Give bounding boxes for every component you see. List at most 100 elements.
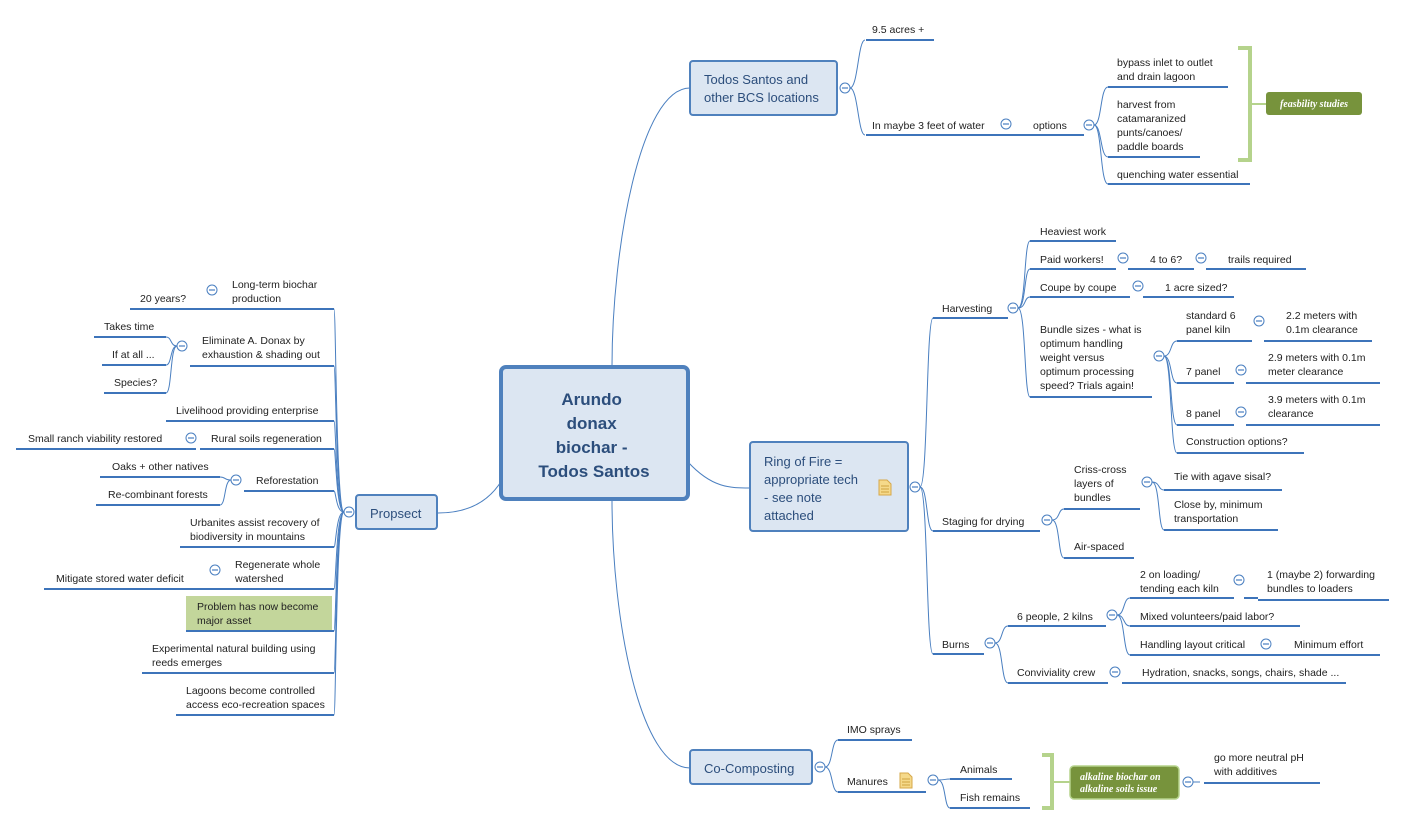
- node-animals[interactable]: Animals: [950, 764, 1012, 780]
- node-twenty-years[interactable]: 20 years?: [130, 293, 198, 310]
- collapse-toggle-rural[interactable]: [185, 432, 197, 444]
- collapse-toggle-water[interactable]: [1000, 118, 1012, 130]
- node-small-ranch[interactable]: Small ranch viability restored: [16, 433, 180, 450]
- note-icon[interactable]: [878, 479, 892, 496]
- node-8-panel[interactable]: 8 panel: [1177, 408, 1234, 426]
- node-neutral-ph[interactable]: go more neutral pH with additives: [1204, 752, 1320, 784]
- node-rural-soils[interactable]: Rural soils regeneration: [200, 433, 334, 450]
- collapse-toggle-watershed[interactable]: [209, 564, 221, 576]
- node-two-loading[interactable]: 2 on loading/ tending each kiln: [1130, 569, 1226, 599]
- node-tie-agave[interactable]: Tie with agave sisal?: [1164, 471, 1282, 491]
- collapse-toggle-burns[interactable]: [984, 637, 996, 649]
- node-species[interactable]: Species?: [104, 377, 166, 394]
- node-heaviest-work[interactable]: Heaviest work: [1030, 226, 1116, 242]
- central-topic[interactable]: Arundo donax biochar - Todos Santos: [499, 365, 690, 501]
- topic-ring-of-fire[interactable]: Ring of Fire = appropriate tech - see no…: [749, 441, 909, 532]
- node-criss-cross[interactable]: Criss-cross layers of bundles: [1064, 464, 1140, 510]
- collapse-toggle-handling[interactable]: [1260, 638, 1272, 650]
- node-3-9-meters[interactable]: 3.9 meters with 0.1m clearance: [1258, 394, 1380, 426]
- node-imo-sprays[interactable]: IMO sprays: [838, 724, 912, 741]
- node-six-people[interactable]: 6 people, 2 kilns: [1008, 611, 1106, 627]
- node-problem-major-asset[interactable]: Problem has now become major asset: [186, 596, 334, 632]
- node-standard-6-panel[interactable]: standard 6 panel kiln: [1177, 310, 1252, 342]
- node-four-to-six[interactable]: 4 to 6?: [1142, 254, 1194, 270]
- node-forwarding[interactable]: 1 (maybe 2) forwarding bundles to loader…: [1258, 569, 1389, 601]
- node-7-panel[interactable]: 7 panel: [1177, 366, 1234, 384]
- callout-alkaline-biochar[interactable]: alkaline biochar on alkaline soils issue: [1069, 765, 1180, 800]
- svg-text:Mixed volunteers/paid labor?: Mixed volunteers/paid labor?: [1140, 611, 1274, 623]
- collapse-toggle-conviviality[interactable]: [1109, 666, 1121, 678]
- node-minimum-effort[interactable]: Minimum effort: [1284, 639, 1380, 656]
- prospect-connectors: [165, 308, 345, 716]
- node-hydration[interactable]: Hydration, snacks, songs, chairs, shade …: [1134, 667, 1346, 684]
- node-experimental-building[interactable]: Experimental natural building using reed…: [142, 643, 334, 674]
- topic-co-composting[interactable]: Co-Composting: [689, 749, 813, 785]
- node-reforestation[interactable]: Reforestation: [244, 475, 334, 492]
- collapse-toggle-long-term[interactable]: [206, 284, 218, 296]
- svg-text:Minimum effort: Minimum effort: [1294, 639, 1363, 651]
- node-trails-required[interactable]: trails required: [1218, 254, 1306, 270]
- collapse-toggle-reforestation[interactable]: [230, 474, 242, 486]
- node-recombinant[interactable]: Re-combinant forests: [96, 489, 220, 506]
- collapse-toggle-compost[interactable]: [814, 761, 826, 773]
- node-staging[interactable]: Staging for drying: [933, 516, 1040, 532]
- note-icon[interactable]: [899, 772, 913, 789]
- node-harvest-boats[interactable]: harvest from catamaranized punts/canoes/…: [1108, 99, 1200, 158]
- collapse-toggle-harvesting[interactable]: [1007, 302, 1019, 314]
- collapse-toggle-alkaline[interactable]: [1182, 776, 1194, 788]
- collapse-toggle-six-people[interactable]: [1106, 609, 1118, 621]
- collapse-toggle-prospect[interactable]: [343, 506, 355, 518]
- node-coupe-by-coupe[interactable]: Coupe by coupe: [1030, 282, 1130, 298]
- node-fish-remains[interactable]: Fish remains: [950, 792, 1030, 809]
- node-bypass[interactable]: bypass inlet to outlet and drain lagoon: [1108, 57, 1228, 88]
- node-handling-layout[interactable]: Handling layout critical: [1130, 639, 1260, 656]
- node-2-2-meters[interactable]: 2.2 meters with 0.1m clearance: [1276, 310, 1372, 342]
- collapse-toggle-eliminate[interactable]: [176, 340, 188, 352]
- collapse-toggle-bundle[interactable]: [1153, 350, 1165, 362]
- node-water-depth[interactable]: In maybe 3 feet of water: [866, 120, 998, 136]
- callout-feasibility-studies[interactable]: feasbility studies: [1266, 92, 1362, 115]
- svg-text:2.2 meters with 0.1m cle: 2.2 meters with 0.1m clearance: [1286, 310, 1360, 336]
- node-if-at-all[interactable]: If at all ...: [102, 349, 166, 366]
- node-burns[interactable]: Burns: [933, 639, 984, 655]
- collapse-toggle-todos[interactable]: [839, 82, 851, 94]
- topic-propsect[interactable]: Propsect: [355, 494, 438, 530]
- node-urbanites[interactable]: Urbanites assist recovery of biodiversit…: [180, 517, 334, 548]
- node-options[interactable]: options: [1022, 120, 1084, 136]
- topic-todos-santos[interactable]: Todos Santos and other BCS locations: [689, 60, 838, 116]
- collapse-toggle-staging[interactable]: [1041, 514, 1053, 526]
- node-quenching[interactable]: quenching water essential: [1108, 169, 1250, 185]
- collapse-toggle-7-panel[interactable]: [1235, 364, 1247, 376]
- collapse-toggle-two-loading[interactable]: [1233, 574, 1245, 586]
- collapse-toggle-8-panel[interactable]: [1235, 406, 1247, 418]
- collapse-toggle-ring[interactable]: [909, 481, 921, 493]
- node-2-9-meters[interactable]: 2.9 meters with 0.1m meter clearance: [1258, 352, 1380, 384]
- node-livelihood[interactable]: Livelihood providing enterprise: [166, 405, 334, 422]
- node-oaks[interactable]: Oaks + other natives: [100, 461, 220, 478]
- node-air-spaced[interactable]: Air-spaced: [1064, 541, 1134, 559]
- node-lagoons[interactable]: Lagoons become controlled access eco-rec…: [176, 685, 334, 716]
- svg-text:Species?: Species?: [114, 377, 157, 389]
- collapse-toggle-paid[interactable]: [1117, 252, 1129, 264]
- collapse-toggle-std6[interactable]: [1253, 315, 1265, 327]
- node-acres[interactable]: 9.5 acres +: [866, 24, 934, 41]
- collapse-toggle-four-six[interactable]: [1195, 252, 1207, 264]
- collapse-toggle-criss-cross[interactable]: [1141, 476, 1153, 488]
- node-regenerate-watershed[interactable]: Regenerate whole watershed: [230, 559, 334, 590]
- node-one-acre[interactable]: 1 acre sized?: [1157, 282, 1234, 298]
- node-mixed-volunteers[interactable]: Mixed volunteers/paid labor?: [1130, 611, 1300, 627]
- node-manures[interactable]: Manures: [838, 776, 926, 793]
- node-mitigate-water[interactable]: Mitigate stored water deficit: [44, 573, 208, 590]
- collapse-toggle-manures[interactable]: [927, 774, 939, 786]
- node-takes-time[interactable]: Takes time: [94, 321, 166, 338]
- node-close-by[interactable]: Close by, minimum transportation: [1164, 499, 1278, 531]
- node-harvesting[interactable]: Harvesting: [933, 303, 1008, 319]
- collapse-toggle-coupe[interactable]: [1132, 280, 1144, 292]
- node-construction-options[interactable]: Construction options?: [1177, 436, 1304, 454]
- collapse-toggle-options[interactable]: [1083, 119, 1095, 131]
- node-bundle-sizes[interactable]: Bundle sizes - what is optimum handling …: [1030, 324, 1152, 398]
- node-paid-workers[interactable]: Paid workers!: [1030, 254, 1116, 270]
- node-eliminate-donax[interactable]: Eliminate A. Donax by exhaustion & shadi…: [190, 335, 334, 367]
- node-long-term-biochar[interactable]: Long-term biochar production: [218, 279, 334, 310]
- node-conviviality-crew[interactable]: Conviviality crew: [1008, 667, 1108, 684]
